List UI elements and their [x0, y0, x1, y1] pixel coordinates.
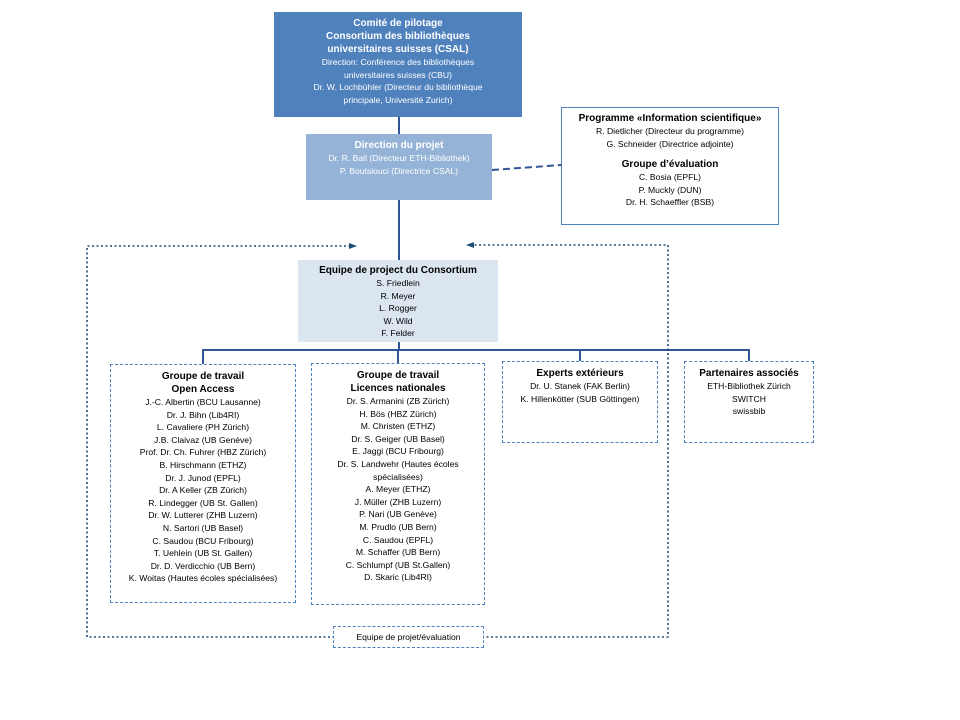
national-licences-title-2: Licences nationales: [350, 383, 446, 394]
national-licences-member: M. Christen (ETHZ): [360, 421, 436, 432]
steering-committee-box: Comité de pilotage Consortium des biblio…: [274, 12, 522, 117]
external-experts-title: Experts extérieurs: [536, 368, 624, 379]
national-licences-member: A. Meyer (ETHZ): [365, 484, 431, 495]
open-access-member: L. Cavaliere (PH Zürich): [156, 422, 250, 433]
open-access-member: R. Lindegger (UB St. Gallen): [148, 497, 258, 508]
steering-detail: principale, Université Zurich): [343, 94, 453, 105]
open-access-member: Dr. W. Lutterer (ZHB Luzern): [148, 510, 258, 521]
project-team-member: R. Meyer: [380, 290, 416, 301]
evaluation-team-label: Equipe de projet/évaluation: [333, 626, 484, 648]
national-licences-member: D. Skaric (Lib4RI): [364, 572, 432, 583]
open-access-member: Dr. J. Junod (EPFL): [165, 472, 241, 483]
open-access-member: B. Hirschmann (ETHZ): [159, 459, 247, 470]
national-licences-member: M. Prudlo (UB Bern): [359, 521, 437, 532]
open-access-member: Dr. D. Verdicchio (UB Bern): [150, 560, 256, 571]
open-access-group-box: Groupe de travail Open Access J.-C. Albe…: [110, 364, 296, 603]
project-team-member: S. Friedlein: [376, 278, 420, 288]
project-direction-member: P. Boutsiouci (Directrice CSAL): [339, 165, 459, 176]
project-direction-box: Direction du projet Dr. R. Ball (Directe…: [306, 134, 492, 200]
evaluation-group-member: P. Muckly (DUN): [638, 184, 702, 195]
national-licences-member: H. Bös (HBZ Zürich): [359, 408, 437, 419]
arrow-right-icon: [349, 243, 357, 249]
associated-partner: SWITCH: [732, 393, 766, 404]
national-licences-member: spécialisées): [373, 471, 423, 482]
steering-title-1: Comité de pilotage: [353, 18, 443, 29]
open-access-member: T. Uehlein (UB St. Gallen): [153, 548, 253, 559]
project-team-title: Equipe de project du Consortium: [319, 265, 477, 276]
open-access-member: J.B. Claivaz (UB Genève): [154, 434, 252, 445]
connector-direction-programme: [491, 164, 562, 171]
steering-title-2: Consortium des bibliothèques: [326, 31, 470, 42]
national-licences-member: C. Schlumpf (UB St.Gallen): [345, 559, 451, 570]
steering-detail: universitaires suisses (CBU): [344, 69, 452, 80]
steering-detail: Dr. W. Lochbühler (Directeur du biblioth…: [313, 82, 483, 93]
associated-partner: ETH-Bibliothek Zürich: [707, 381, 791, 391]
open-access-title-2: Open Access: [171, 384, 235, 395]
programme-title: Programme «Information scientifique»: [578, 113, 762, 124]
associated-partners-box: Partenaires associés ETH-Bibliothek Züri…: [684, 361, 814, 443]
external-expert: K. Hillenkötter (SUB Göttingen): [520, 393, 640, 404]
national-licences-member: E. Jaggi (BCU Fribourg): [352, 446, 444, 457]
open-access-member: N. Sartori (UB Basel): [162, 522, 244, 533]
national-licences-member: M. Schaffer (UB Bern): [355, 547, 441, 558]
project-team-box: Equipe de project du Consortium S. Fried…: [298, 260, 498, 342]
evaluation-group-title: Groupe d’évaluation: [621, 159, 719, 171]
open-access-title-1: Groupe de travail: [161, 371, 245, 382]
open-access-member: Dr. A Keller (ZB Zürich): [159, 485, 247, 496]
external-experts-box: Experts extérieurs Dr. U. Stanek (FAK Be…: [502, 361, 658, 443]
national-licences-member: Dr. S. Geiger (UB Basel): [351, 433, 445, 444]
associated-partners-title: Partenaires associés: [699, 368, 799, 379]
programme-member: R. Dietlicher (Directeur du programme): [595, 126, 745, 136]
national-licences-member: Dr. S. Landwehr (Hautes écoles: [337, 458, 459, 469]
open-access-member: C. Saudou (BCU Fribourg): [152, 535, 254, 546]
open-access-member: K. Woitas (Hautes écoles spécialisées): [128, 573, 278, 584]
evaluation-dotted-frame: [86, 244, 669, 638]
project-direction-member: Dr. R. Ball (Directeur ETH-Bibliothek): [328, 153, 470, 163]
programme-member: G. Schneider (Directrice adjointe): [606, 138, 734, 149]
evaluation-team-label-text: Equipe de projet/évaluation: [356, 632, 461, 642]
evaluation-group-member: C. Bosia (EPFL): [638, 172, 702, 183]
programme-box: Programme «Information scientifique» R. …: [561, 107, 779, 225]
project-team-member: W. Wild: [383, 315, 413, 326]
national-licences-member: P. Nari (UB Genève): [359, 509, 437, 520]
national-licences-title-1: Groupe de travail: [356, 370, 440, 381]
external-expert: Dr. U. Stanek (FAK Berlin): [530, 381, 630, 391]
project-team-member: L. Rogger: [379, 303, 417, 314]
project-direction-title: Direction du projet: [354, 140, 444, 151]
national-licences-group-box: Groupe de travail Licences nationales Dr…: [311, 363, 485, 605]
national-licences-member: C. Saudou (EPFL): [362, 534, 434, 545]
steering-title-3: universitaires suisses (CSAL): [327, 44, 469, 55]
open-access-member: J.-C. Albertin (BCU Lausanne): [145, 397, 261, 407]
national-licences-member: Dr. S. Armanini (ZB Zürich): [346, 396, 450, 406]
steering-detail: Direction: Conférence des bibliothèques: [321, 57, 475, 67]
arrow-left-icon: [466, 242, 474, 248]
open-access-member: Prof. Dr. Ch. Fuhrer (HBZ Zürich): [139, 447, 267, 458]
evaluation-group-member: Dr. H. Schaeffler (BSB): [625, 197, 715, 208]
open-access-member: Dr. J. Bihn (Lib4RI): [166, 409, 240, 420]
project-team-member: F. Felder: [381, 328, 415, 339]
associated-partner: swissbib: [732, 406, 766, 417]
national-licences-member: J. Müller (ZHB Luzern): [354, 496, 442, 507]
